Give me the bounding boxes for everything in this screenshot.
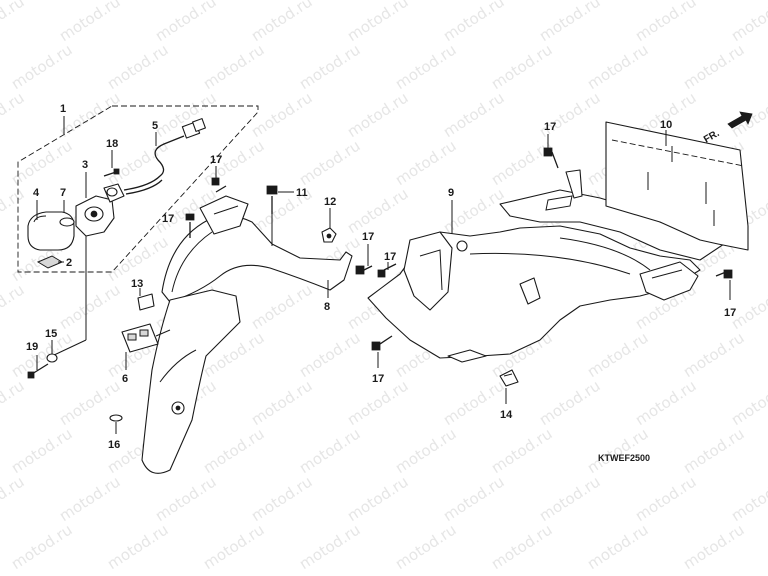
bolt-17-f (371, 335, 393, 351)
callout-17-d: 17 (362, 231, 374, 243)
callout-18: 18 (106, 138, 118, 150)
callout-7: 7 (60, 187, 66, 199)
callout-19: 19 (26, 341, 38, 353)
callout-8: 8 (324, 301, 330, 313)
callout-11: 11 (296, 187, 308, 199)
front-direction-arrow (727, 111, 753, 129)
plug-part (109, 414, 123, 422)
callout-17-e: 17 (384, 251, 396, 263)
gasket-part (59, 217, 75, 227)
splash-sheet-10 (605, 121, 749, 251)
callout-4: 4 (33, 187, 40, 199)
bolt-17-a (211, 177, 227, 193)
reflector-part (121, 323, 159, 353)
license-housing-part (75, 183, 125, 237)
inner-fender-part (367, 169, 725, 363)
direction-label: FR. (702, 128, 722, 146)
license-light-assembly-box (17, 105, 259, 273)
callout-3: 3 (82, 159, 88, 171)
callout-12: 12 (324, 196, 336, 208)
bolt-17-d (355, 265, 373, 275)
callout-17-f: 17 (372, 373, 384, 385)
callout-2: 2 (66, 257, 72, 269)
diagram-code: KTWEF2500 (598, 453, 650, 463)
bolt-17-c (543, 147, 559, 169)
callout-15: 15 (45, 328, 57, 340)
callout-14: 14 (500, 409, 513, 421)
callout-9: 9 (448, 187, 454, 199)
bolt-11 (266, 185, 278, 214)
bolt-17-g (715, 269, 733, 279)
callout-6: 6 (122, 373, 128, 385)
callout-10: 10 (660, 119, 672, 131)
screw-19-part (27, 363, 49, 379)
callout-17-b: 17 (210, 154, 222, 166)
callout-16: 16 (108, 439, 120, 451)
wire-harness-part (123, 118, 206, 195)
rear-fender-part (141, 195, 353, 474)
callout-13: 13 (131, 278, 143, 290)
bolt-17-e (377, 263, 397, 278)
washer-part (46, 353, 58, 363)
callout-17-g: 17 (724, 307, 736, 319)
bolt-17-b (185, 213, 195, 238)
clip-nut-14 (499, 369, 519, 387)
screw-part (103, 168, 120, 177)
callout-5: 5 (152, 120, 158, 132)
callout-1: 1 (60, 103, 66, 115)
clip-13-part (137, 293, 155, 311)
callout-17-c: 17 (162, 213, 174, 225)
callout-17-a: 17 (544, 121, 556, 133)
nut-12 (321, 227, 337, 243)
